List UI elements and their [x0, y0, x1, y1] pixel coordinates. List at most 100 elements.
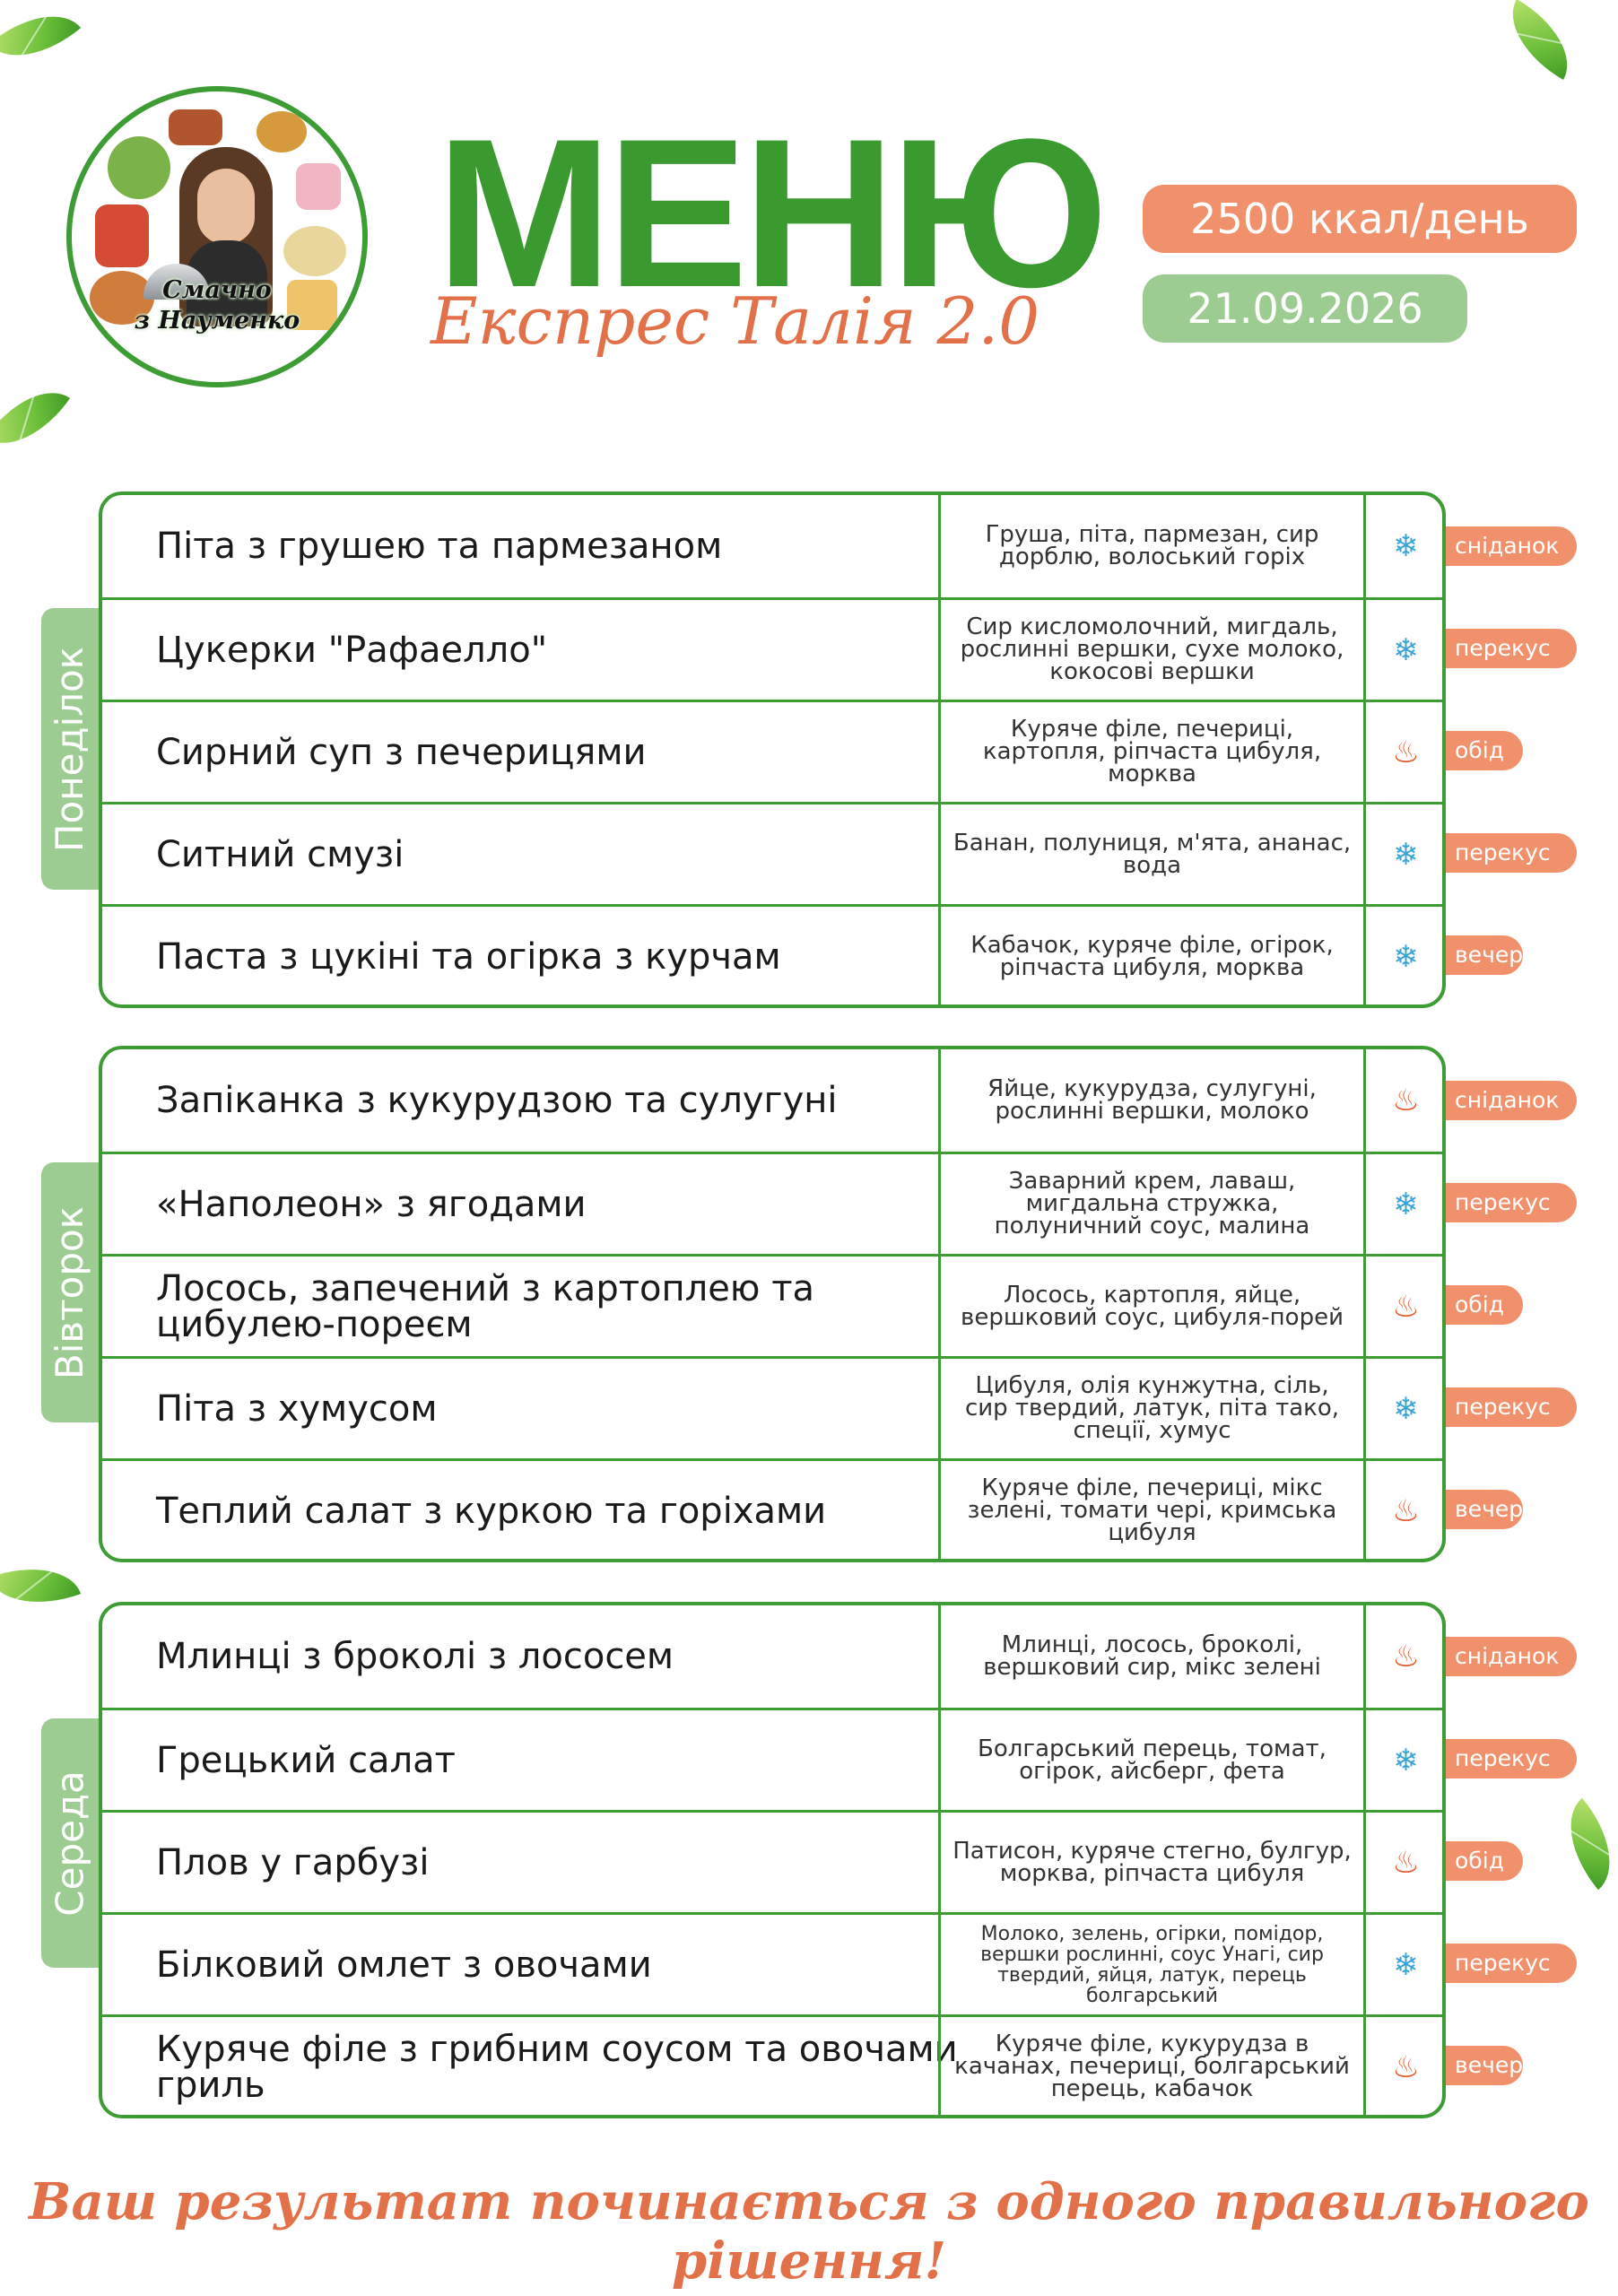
- day-name: Понеділок: [48, 646, 92, 852]
- date-badge: 21.09.2026: [1143, 274, 1467, 343]
- dish-ingredients: Куряче філе, печериці, картопля, ріпчаст…: [938, 702, 1363, 802]
- dish-ingredients: Молоко, зелень, огірки, помідор, вершки …: [938, 1915, 1363, 2014]
- dish-name: Млинці з броколі з лососем: [156, 1636, 674, 1677]
- leaf-decoration: [0, 0, 82, 80]
- food-illustration: [296, 163, 341, 210]
- meal-row: Піта з грушею та пармезаном Груша, піта, …: [102, 495, 1442, 597]
- snowflake-icon: ❄: [1393, 837, 1419, 872]
- dish-ingredients: Банан, полуниця, м'ята, ананас, вода: [938, 804, 1363, 904]
- leaf-decoration: [1493, 0, 1587, 81]
- fire-icon: ♨: [1392, 735, 1420, 770]
- meal-type-tag: перекус: [1446, 1944, 1577, 1983]
- fire-icon: ♨: [1392, 1493, 1420, 1528]
- meal-type-tag: сніданок: [1446, 1637, 1577, 1676]
- serving-temperature: ❄: [1363, 1359, 1442, 1458]
- meal-type-tag: вечеря: [1446, 2046, 1536, 2085]
- serving-temperature: ♨: [1363, 1257, 1442, 1356]
- meal-row: Цукерки "Рафаелло" Сир кисломолочний, миг…: [102, 597, 1442, 700]
- fire-icon: ♨: [1392, 1845, 1420, 1880]
- page-title: МЕНЮ: [436, 95, 1109, 332]
- meal-type-tag: обід: [1446, 1285, 1523, 1325]
- day-menu-wednesday: Млинці з броколі з лососем Млинці, лосось…: [99, 1602, 1446, 2118]
- dish-ingredients: Патисон, куряче стегно, булгур, морква, …: [938, 1813, 1363, 1912]
- serving-temperature: ♨: [1363, 702, 1442, 802]
- dish-ingredients: Сир кисломолочний, мигдаль, рослинні вер…: [938, 600, 1363, 700]
- food-illustration: [283, 226, 346, 276]
- dish-name: Паста з цукіні та огірка з курчам: [156, 935, 781, 978]
- dish-ingredients: Яйце, кукурудза, сулугуні, рослинні верш…: [938, 1049, 1363, 1152]
- dish-ingredients: Куряче філе, печериці, мікс зелені, тома…: [938, 1461, 1363, 1559]
- meal-row: Грецький салат Болгарський перець, томат,…: [102, 1708, 1442, 1810]
- day-name: Вівторок: [48, 1205, 92, 1379]
- dish-name: Піта з грушею та пармезаном: [156, 526, 723, 567]
- dish-ingredients: Болгарський перець, томат, огірок, айсбе…: [938, 1710, 1363, 1810]
- dish-ingredients: Цибуля, олія кунжутна, сіль, сир твердий…: [938, 1359, 1363, 1458]
- meal-type-tag: вечеря: [1446, 935, 1536, 975]
- dish-name: Куряче філе з грибним соусом та овочами …: [156, 2028, 958, 2106]
- serving-temperature: ♨: [1363, 1049, 1442, 1152]
- day-name: Середа: [48, 1770, 92, 1917]
- day-label-monday: Понеділок: [41, 608, 99, 890]
- day-menu-monday: Піта з грушею та пармезаном Груша, піта, …: [99, 491, 1446, 1008]
- serving-temperature: ❄: [1363, 1154, 1442, 1254]
- meal-type-tag: перекус: [1446, 833, 1577, 873]
- snowflake-icon: ❄: [1393, 1187, 1419, 1222]
- dish-name: Лосось, запечений з картоплею та цибулею…: [156, 1267, 815, 1345]
- dish-name: Сирний суп з печерицями: [156, 731, 647, 773]
- dish-name: Цукерки "Рафаелло": [156, 629, 548, 671]
- leaf-decoration: [0, 1550, 82, 1622]
- meal-type-tag: сніданок: [1446, 526, 1577, 566]
- serving-temperature: ♨: [1363, 2017, 1442, 2115]
- meal-type-tag: перекус: [1446, 629, 1577, 668]
- dish-name: Піта з хумусом: [156, 1387, 438, 1430]
- dish-ingredients: Куряче філе, кукурудза в качанах, печери…: [938, 2017, 1363, 2115]
- day-label-tuesday: Вівторок: [41, 1162, 99, 1422]
- day-label-wednesday: Середа: [41, 1718, 99, 1968]
- serving-temperature: ❄: [1363, 600, 1442, 700]
- dish-name: Грецький салат: [156, 1739, 456, 1781]
- serving-temperature: ♨: [1363, 1605, 1442, 1708]
- snowflake-icon: ❄: [1393, 1743, 1419, 1778]
- snowflake-icon: ❄: [1393, 1947, 1419, 1982]
- meal-type-tag: вечеря: [1446, 1490, 1536, 1529]
- meal-type-tag: перекус: [1446, 1387, 1577, 1427]
- meal-row: Ситний смузі Банан, полуниця, м'ята, анан…: [102, 802, 1442, 904]
- meal-type-tag: сніданок: [1446, 1081, 1577, 1120]
- dish-name: Плов у гарбузі: [156, 1841, 430, 1883]
- dish-name: «Наполеон» з ягодами: [156, 1183, 587, 1225]
- calories-badge: 2500 ккал/день: [1143, 185, 1577, 253]
- food-illustration: [95, 204, 149, 267]
- food-illustration: [257, 111, 307, 152]
- serving-temperature: ♨: [1363, 1813, 1442, 1912]
- dish-ingredients: Млинці, лосось, броколі, вершковий сир, …: [938, 1605, 1363, 1708]
- dish-ingredients: Груша, піта, пармезан, сир дорблю, волос…: [938, 495, 1363, 597]
- meal-row: Куряче філе з грибним соусом та овочами …: [102, 2014, 1442, 2115]
- meal-row: Плов у гарбузі Патисон, куряче стегно, бу…: [102, 1810, 1442, 1912]
- snowflake-icon: ❄: [1393, 632, 1419, 667]
- fire-icon: ♨: [1392, 2049, 1420, 2084]
- meal-type-tag: перекус: [1446, 1183, 1577, 1222]
- fire-icon: ♨: [1392, 1639, 1420, 1674]
- dish-name: Ситний смузі: [156, 833, 404, 875]
- meal-row: Млинці з броколі з лососем Млинці, лосось…: [102, 1605, 1442, 1708]
- serving-temperature: ♨: [1363, 1461, 1442, 1559]
- dish-name: Білковий омлет з овочами: [156, 1944, 652, 1986]
- leaf-decoration: [1546, 1797, 1618, 1891]
- snowflake-icon: ❄: [1393, 529, 1419, 563]
- leaf-decoration: [0, 371, 71, 465]
- fire-icon: ♨: [1392, 1289, 1420, 1324]
- food-illustration: [287, 280, 337, 330]
- dish-ingredients: Лосось, картопля, яйце, вершковий соус, …: [938, 1257, 1363, 1356]
- meal-type-tag: обід: [1446, 731, 1523, 770]
- chef-face: [197, 169, 255, 244]
- serving-temperature: ❄: [1363, 1710, 1442, 1810]
- dish-name: Теплий салат з куркою та горіхами: [156, 1490, 827, 1532]
- snowflake-icon: ❄: [1393, 1391, 1419, 1426]
- serving-temperature: ❄: [1363, 495, 1442, 597]
- logo-text-line1: Смачно: [162, 276, 272, 304]
- serving-temperature: ❄: [1363, 804, 1442, 904]
